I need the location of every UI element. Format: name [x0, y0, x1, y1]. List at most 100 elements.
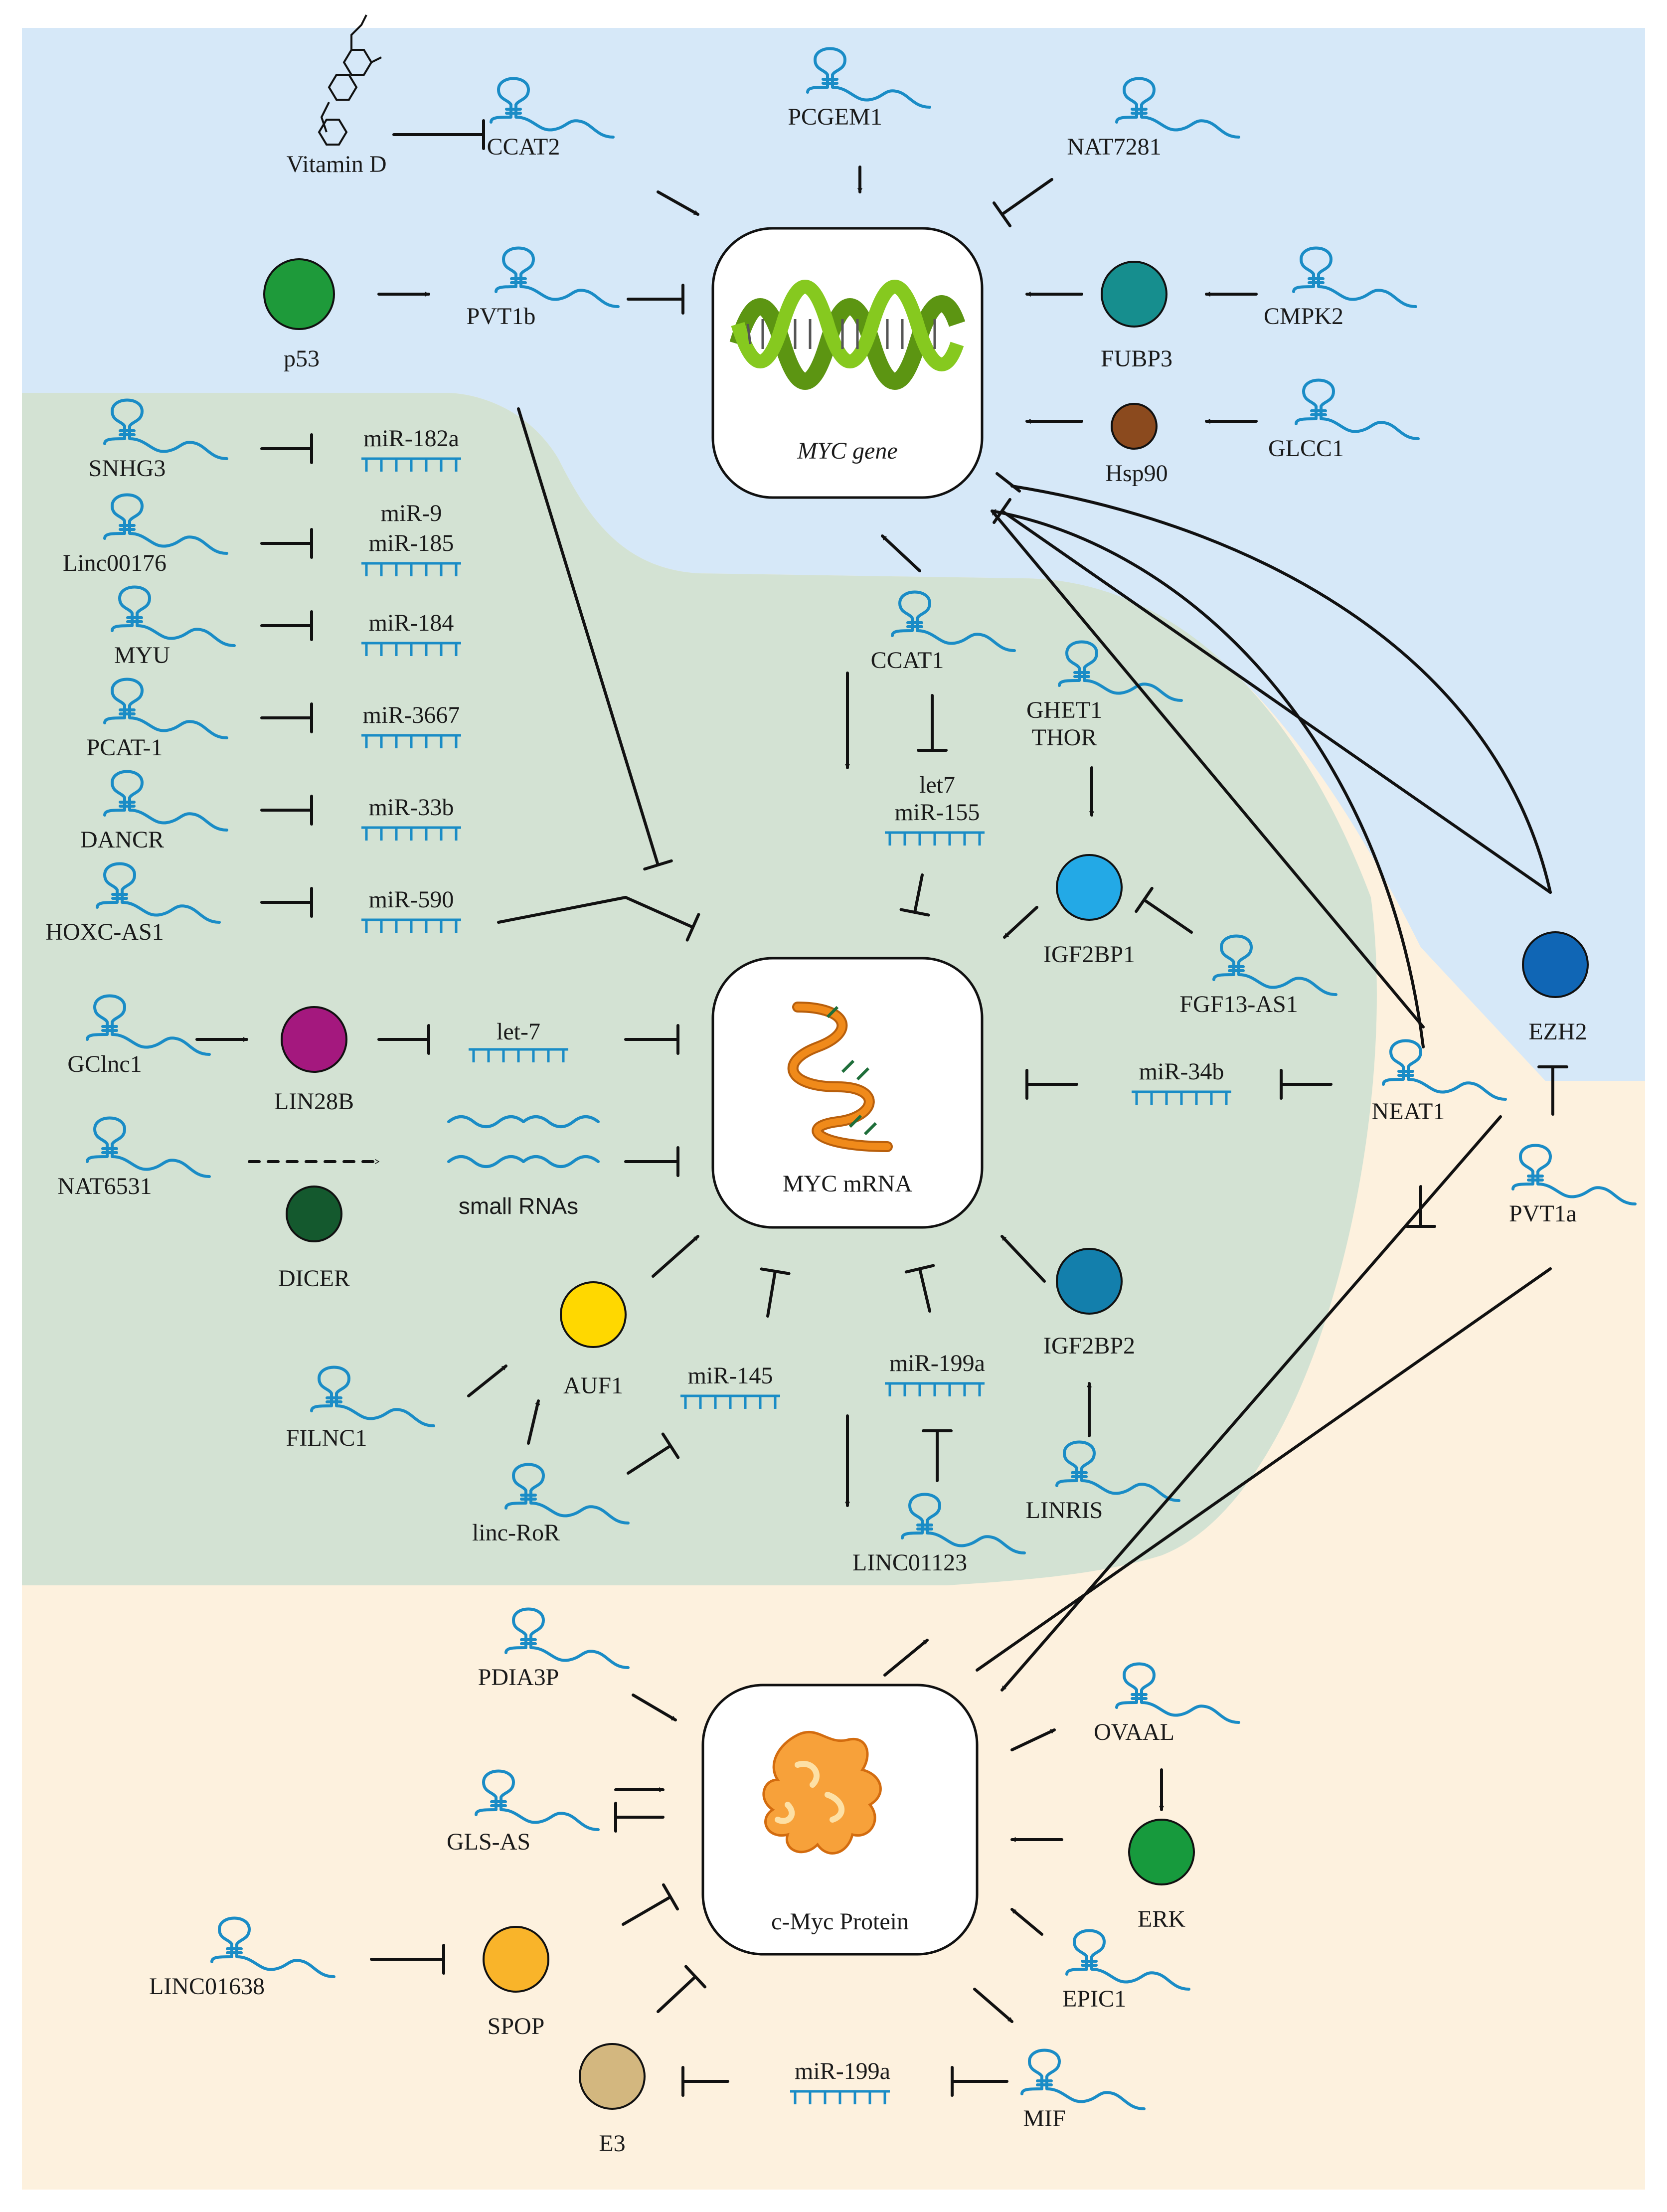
- label-vitamin-d: Vitamin D: [286, 151, 386, 177]
- label-pdia3p: PDIA3P: [478, 1664, 559, 1691]
- lncrna-pdia3p-icon: [504, 1607, 630, 1669]
- lncrna-neat1-icon: [1382, 1039, 1507, 1101]
- label-mir182a: miR-182a: [363, 425, 459, 452]
- ezh2-protein: [1522, 931, 1589, 998]
- fubp3-protein: [1101, 261, 1167, 328]
- igf2bp1-to-mrna: [1003, 906, 1038, 939]
- linc-ror-inhibits-mir145: [627, 1444, 672, 1475]
- mirna-glyphs: [361, 457, 1231, 2104]
- spop-protein: [483, 1926, 549, 1993]
- label-fgf13as1: FGF13-AS1: [1179, 991, 1298, 1018]
- lncrna-nat6531-icon: [86, 1116, 211, 1178]
- label-mir33b: miR-33b: [369, 794, 454, 821]
- protein-blob-icon: [762, 1730, 882, 1855]
- mir145-inhibits-mrna-bar: [760, 1267, 791, 1275]
- label-e3: E3: [599, 2130, 625, 2157]
- label-small-rnas: small RNAs: [459, 1193, 578, 1219]
- lncrna-linris-icon: [1055, 1440, 1180, 1502]
- mir145-inhibits-mrna: [766, 1270, 777, 1318]
- e3-inhibits-protein-bar: [684, 1965, 707, 1989]
- lncrna-dancr-icon: [103, 770, 228, 832]
- lncrna-fgf13as1-icon: [1212, 934, 1337, 996]
- linc-ror-inhibits-mir145-bar: [661, 1432, 680, 1459]
- epic1-to-protein: [1010, 1908, 1043, 1936]
- dicer-protein: [286, 1186, 342, 1242]
- label-linris: LINRIS: [1026, 1497, 1103, 1524]
- igf2bp1-protein: [1056, 854, 1123, 921]
- label-linc-ror: linc-RoR: [472, 1520, 560, 1546]
- label-mir185: miR-185: [369, 530, 454, 556]
- mir155-inhibits-mrna: [913, 873, 924, 914]
- protein-to-linc01123: [883, 1639, 929, 1677]
- ezh2-curve-bar: [996, 472, 1021, 493]
- lncrna-filnc1-icon: [310, 1365, 435, 1427]
- label-ccat2: CCAT2: [487, 134, 560, 160]
- lncrna-epic1-icon: [1065, 1929, 1190, 1991]
- igf2bp2-protein: [1056, 1248, 1123, 1315]
- label-p53: p53: [284, 345, 320, 372]
- label-mir590: miR-590: [369, 886, 454, 913]
- fgf13as1-inhibits-igf2bp1-bar: [1135, 886, 1154, 913]
- label-dicer: DICER: [278, 1265, 350, 1292]
- label-let7: let-7: [497, 1019, 540, 1045]
- label-myc-mrna: MYC mRNA: [783, 1171, 912, 1197]
- mir590-comb-icon: [361, 918, 461, 933]
- label-filnc1: FILNC1: [286, 1425, 367, 1451]
- label-nat7281: NAT7281: [1067, 134, 1161, 160]
- label-gclnc1: GClnc1: [67, 1051, 142, 1077]
- lncrna-glcc1-icon: [1295, 378, 1420, 440]
- label-pcat1: PCAT-1: [87, 734, 163, 761]
- dna-helix-icon: [729, 280, 966, 390]
- pvt1b-inhibits-mrna-bar: [643, 859, 673, 871]
- lncrna-hoxcas1-icon: [96, 862, 221, 924]
- erk-protein: [1128, 1819, 1195, 1885]
- auf1-to-mrna: [652, 1235, 699, 1278]
- e3-inhibits-protein: [657, 1975, 697, 2013]
- label-snhg3: SNHG3: [89, 455, 166, 482]
- label-pvt1a: PVT1a: [1509, 1200, 1577, 1227]
- mir155-comb-icon: [885, 831, 985, 846]
- neat1-to-protein: [1000, 1115, 1502, 1692]
- lncrna-pvt1a-icon: [1511, 1144, 1637, 1205]
- mir199a-top-comb-icon: [885, 1382, 985, 1396]
- label-mir34b: miR-34b: [1139, 1058, 1224, 1085]
- lncrna-myu-icon: [111, 585, 236, 647]
- label-neat1: NEAT1: [1372, 1098, 1445, 1125]
- let7-comb-icon: [469, 1048, 568, 1062]
- label-cmyc-protein: c-Myc Protein: [771, 1908, 909, 1935]
- spop-inhibits-protein-bar: [662, 1883, 679, 1911]
- protein-to-pvt1a-line: [976, 1267, 1552, 1672]
- mir199a-inhibits-mrna-bar: [904, 1264, 935, 1274]
- label-lin28b: LIN28B: [274, 1088, 354, 1115]
- label-erk: ERK: [1138, 1906, 1185, 1932]
- label-igf2bp1: IGF2BP1: [1043, 941, 1135, 968]
- label-dancr: DANCR: [80, 827, 164, 853]
- lncrna-gclnc1-icon: [86, 994, 211, 1056]
- lin28b-protein: [281, 1006, 347, 1073]
- label-auf1: AUF1: [563, 1372, 623, 1399]
- mir155-inhibits-mrna-bar: [899, 908, 930, 917]
- mrna-strand-icon: [787, 1002, 893, 1152]
- label-pcgem1: PCGEM1: [788, 104, 882, 130]
- e3-protein: [579, 2043, 646, 2110]
- mir590-line: [497, 896, 627, 924]
- lncrna-pcat1-icon: [103, 678, 228, 739]
- label-myc-gene: MYC gene: [797, 438, 897, 464]
- label-nat6531: NAT6531: [57, 1173, 152, 1199]
- spop-inhibits-protein: [622, 1895, 672, 1926]
- edges: [195, 119, 1568, 2097]
- pvt1b-inhibits-mrna: [517, 407, 660, 866]
- label-cmpk2: CMPK2: [1264, 303, 1343, 330]
- nat7281-inhibits-gene-bar: [992, 201, 1012, 227]
- label-mir184: miR-184: [369, 610, 454, 636]
- mir199a-bottom-comb-icon: [790, 2090, 890, 2104]
- label-fubp3: FUBP3: [1101, 345, 1172, 372]
- lncrna-linc-ror-icon: [504, 1463, 630, 1525]
- lncrna-mif-icon: [1020, 2048, 1146, 2110]
- mir182a-comb-icon: [361, 457, 461, 472]
- label-mir3667: miR-3667: [363, 702, 460, 728]
- lncrna-gls-as-icon: [475, 1769, 600, 1831]
- label-ccat1: CCAT1: [871, 647, 944, 674]
- ccat2-to-gene: [657, 190, 699, 216]
